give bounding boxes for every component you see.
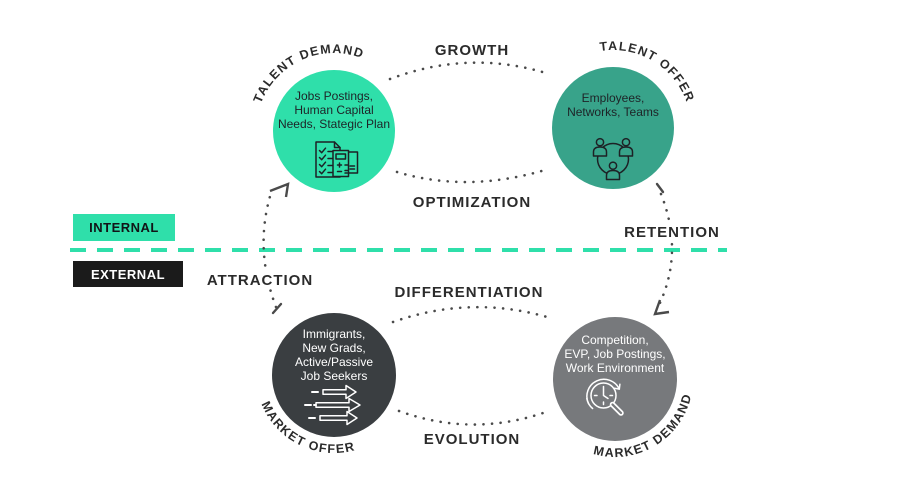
circle-text-line: Competition,: [581, 333, 648, 347]
circle-text-line: Job Seekers: [301, 369, 368, 383]
flow-labels: GROWTH OPTIMIZATION RETENTION ATTRACTION…: [206, 42, 720, 448]
circle-text-line: EVP, Job Postings,: [564, 347, 665, 361]
circle-text-line: Immigrants,: [303, 327, 366, 341]
attraction-arrowhead-icon: [269, 182, 290, 198]
circle-text-line: Work Environment: [566, 361, 665, 375]
node-talent-offer: TALENT OFFER Employees, Networks, Teams: [552, 39, 696, 189]
talent-offer-circle: [552, 67, 674, 189]
circle-text-line: Networks, Teams: [567, 105, 659, 119]
circle-text-line: New Grads,: [302, 341, 365, 355]
talent-demand-circle: [273, 70, 395, 192]
internal-badge: INTERNAL: [73, 214, 175, 241]
search-clock-icon: [586, 378, 624, 416]
node-market-offer: MARKET OFFER Immigrants, New Grads, Acti…: [259, 313, 396, 456]
circle-text-line: Needs, Stategic Plan: [278, 117, 390, 131]
flow-label-optimization: OPTIMIZATION: [413, 194, 531, 211]
circle-text-line: Jobs Postings,: [295, 89, 373, 103]
checklist-calculator-icon: [315, 141, 359, 178]
flow-label-retention: RETENTION: [624, 224, 720, 241]
flow-label-evolution: EVOLUTION: [424, 431, 521, 448]
fast-arrows-icon: [304, 384, 361, 426]
external-badge-label: EXTERNAL: [91, 267, 165, 282]
external-badge: EXTERNAL: [73, 261, 183, 287]
market-demand-circle: [553, 317, 677, 441]
optimization-arc: [395, 168, 547, 184]
circle-text-line: Human Capital: [294, 103, 373, 117]
external-badge-bg: [73, 261, 183, 287]
growth-arc: [388, 61, 551, 81]
evolution-arc: [397, 409, 545, 426]
retention-arc-start-dash: [655, 182, 665, 194]
attraction-arc-start-dash: [271, 302, 283, 315]
circle-text-line: Employees,: [582, 91, 645, 105]
cycle-arcs: [262, 61, 674, 426]
circle-text-line: Active/Passive: [295, 355, 373, 369]
retention-label-bg: [626, 224, 720, 241]
internal-badge-label: INTERNAL: [89, 220, 159, 235]
flow-label-growth: GROWTH: [435, 42, 509, 59]
retention-arc: [657, 192, 674, 307]
node-talent-demand: TALENT DEMAND Jobs Postings, Human Capit…: [251, 42, 395, 192]
node-market-demand: MARKET DEMAND Competition, EVP, Job Post…: [553, 317, 693, 460]
attraction-arc: [262, 191, 278, 309]
differentiation-arc: [391, 305, 549, 324]
flow-label-attraction: ATTRACTION: [207, 272, 313, 289]
market-offer-circle: [272, 313, 396, 437]
flow-label-differentiation: DIFFERENTIATION: [395, 284, 544, 301]
team-network-icon: [592, 137, 634, 181]
retention-arrowhead-icon: [653, 299, 670, 316]
attraction-label-bg: [206, 272, 314, 289]
internal-badge-bg: [73, 214, 175, 241]
